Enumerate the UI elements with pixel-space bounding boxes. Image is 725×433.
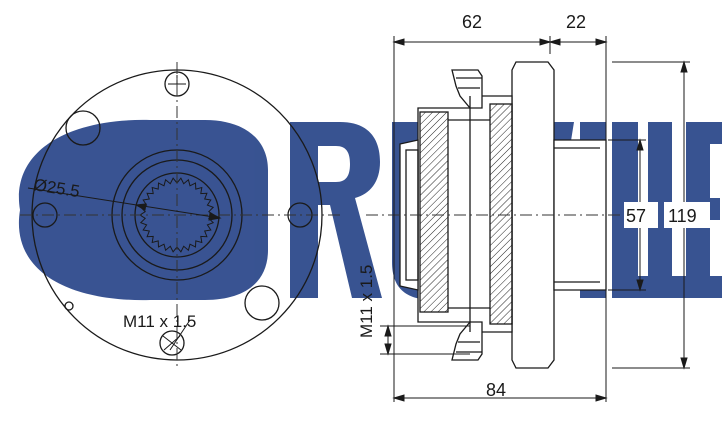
thread-leader bbox=[169, 319, 191, 351]
dim-57: 57 bbox=[626, 206, 646, 226]
bolt-hole-bottom bbox=[159, 330, 185, 356]
side-view bbox=[399, 61, 607, 369]
bolt-hole-left bbox=[32, 202, 58, 228]
hatch-inner-race bbox=[489, 103, 513, 325]
front-centerlines bbox=[20, 62, 340, 368]
thread-label: M11 x 1.5 bbox=[123, 312, 196, 331]
dim-57-bg bbox=[624, 202, 658, 228]
dim-22: 22 bbox=[566, 12, 586, 32]
dim-119: 119 bbox=[668, 206, 697, 226]
large-hole-upper-left bbox=[65, 110, 101, 146]
dim-62: 62 bbox=[462, 12, 482, 32]
hatch-outer-race bbox=[419, 111, 449, 313]
diameter-leader bbox=[27, 187, 222, 221]
thread-label-vertical: M11 x 1.5 bbox=[357, 265, 376, 338]
dim-84: 84 bbox=[486, 380, 506, 400]
dim-119-bg bbox=[664, 202, 710, 228]
pin-hole bbox=[64, 301, 74, 311]
top-stud bbox=[451, 69, 483, 109]
left-seal bbox=[399, 139, 419, 291]
large-hole-lower-right bbox=[244, 285, 280, 321]
bottom-stud bbox=[451, 321, 483, 361]
